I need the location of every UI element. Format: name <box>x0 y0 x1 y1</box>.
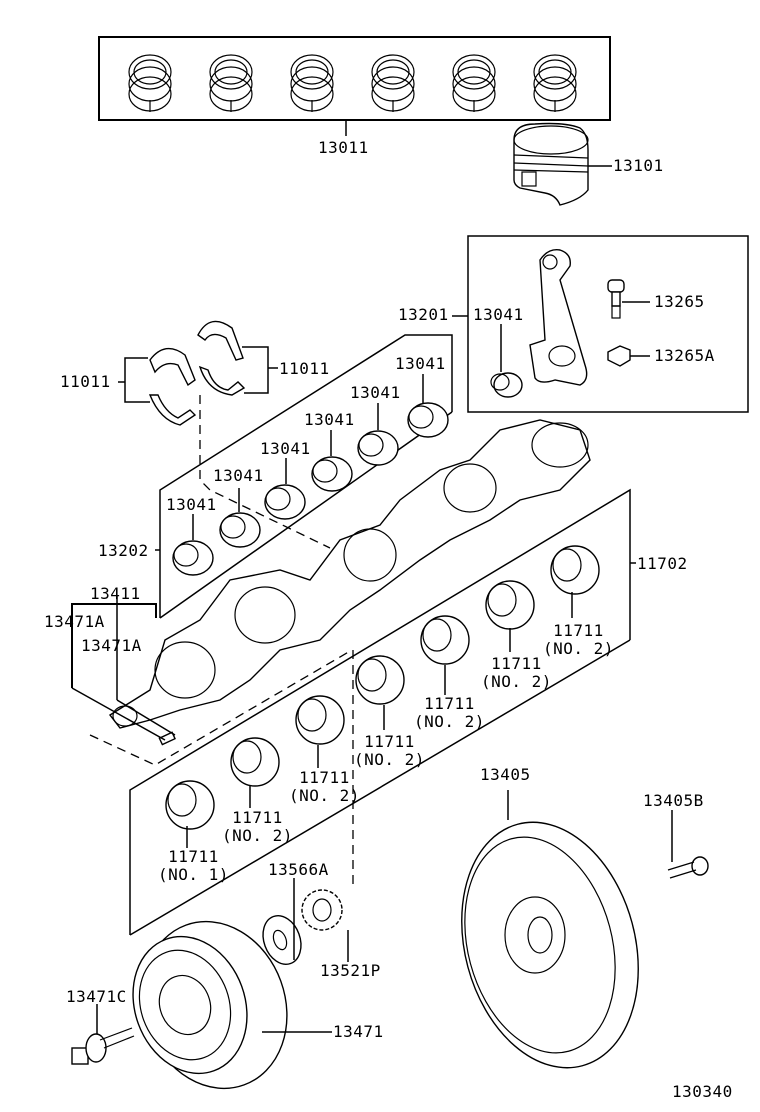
conrod-bolt[interactable] <box>607 279 625 319</box>
callout-13202[interactable]: 13202 <box>98 541 149 560</box>
part-number: 11711 <box>299 768 350 787</box>
conrod-inset-box <box>467 235 749 413</box>
conrod-bearing-4[interactable] <box>311 456 353 492</box>
callout-13265[interactable]: 13265 <box>654 292 705 311</box>
callout-13041-3[interactable]: 13041 <box>260 439 311 458</box>
callout-13411[interactable]: 13411 <box>90 584 141 603</box>
piston[interactable] <box>513 122 589 206</box>
callout-11711-2[interactable]: 11711(NO. 2) <box>289 769 360 805</box>
callout-13265A[interactable]: 13265A <box>654 346 715 365</box>
part-number: 11711 <box>424 694 475 713</box>
callout-11711-1[interactable]: 11711(NO. 1) <box>158 848 229 884</box>
callout-11711-1b[interactable]: 11711(NO. 2) <box>222 809 293 845</box>
pulley-bolt[interactable] <box>71 1027 135 1065</box>
crankshaft[interactable] <box>108 419 591 729</box>
callout-13471[interactable]: 13471 <box>333 1022 384 1041</box>
part-number: 11711 <box>491 654 542 673</box>
part-note: (NO. 2) <box>481 672 552 691</box>
flywheel-bolt[interactable] <box>667 856 709 879</box>
piston-ring-icon <box>452 54 496 112</box>
callout-13041-6[interactable]: 13041 <box>395 354 446 373</box>
connecting-rod[interactable] <box>529 249 588 386</box>
conrod-bearing-6[interactable] <box>407 402 449 438</box>
callout-13041-1[interactable]: 13041 <box>166 495 217 514</box>
flywheel[interactable] <box>436 802 665 1087</box>
main-bearing-extra[interactable] <box>485 580 535 630</box>
part-note: (NO. 2) <box>414 712 485 731</box>
timing-gear[interactable] <box>301 889 343 931</box>
callout-13101[interactable]: 13101 <box>613 156 664 175</box>
main-bearing-2[interactable] <box>230 737 280 787</box>
callout-11711-4[interactable]: 11711(NO. 2) <box>414 695 485 731</box>
callout-13041-inset[interactable]: 13041 <box>473 305 524 324</box>
callout-11011-right[interactable]: 11011 <box>279 359 330 378</box>
main-bearing-1[interactable] <box>165 780 215 830</box>
callout-11711-5[interactable]: 11711(NO. 2) <box>481 655 552 691</box>
piston-ring-set[interactable] <box>98 36 611 121</box>
thrust-washer-left[interactable] <box>148 347 197 426</box>
thrust-washer-right[interactable] <box>197 320 246 396</box>
conrod-bearing-5[interactable] <box>357 430 399 466</box>
main-bearing-3[interactable] <box>295 695 345 745</box>
crank-pulley[interactable] <box>114 901 309 1109</box>
conrod-bearing-2[interactable] <box>219 512 261 548</box>
callout-13041-2[interactable]: 13041 <box>213 466 264 485</box>
part-number: 11711 <box>232 808 283 827</box>
part-note: (NO. 2) <box>289 786 360 805</box>
piston-ring-icon <box>533 54 577 112</box>
callout-13521P[interactable]: 13521P <box>320 961 381 980</box>
callout-13041-4[interactable]: 13041 <box>304 410 355 429</box>
callout-13201[interactable]: 13201 <box>398 305 449 324</box>
main-bearing-6[interactable] <box>550 545 600 595</box>
part-number: 11711 <box>553 621 604 640</box>
main-bearing-set-box <box>129 488 631 935</box>
callout-11711-6[interactable]: 11711(NO. 2) <box>543 622 614 658</box>
callout-13041-5[interactable]: 13041 <box>350 383 401 402</box>
crank-key[interactable] <box>158 731 176 746</box>
part-note: (NO. 2) <box>543 639 614 658</box>
callout-13471A-1[interactable]: 13471A <box>44 612 105 631</box>
callout-13405[interactable]: 13405 <box>480 765 531 784</box>
part-note: (NO. 2) <box>222 826 293 845</box>
callout-13471C[interactable]: 13471C <box>66 987 127 1006</box>
conrod-bearing-3[interactable] <box>264 484 306 520</box>
piston-ring-icon <box>209 54 253 112</box>
part-number: 11711 <box>168 847 219 866</box>
crank-washer[interactable] <box>257 910 308 969</box>
piston-ring-icon <box>128 54 172 112</box>
piston-ring-icon <box>290 54 334 112</box>
conrod-bearing-1[interactable] <box>172 540 214 576</box>
main-bearing-4[interactable] <box>355 655 405 705</box>
callout-11702[interactable]: 11702 <box>637 554 688 573</box>
conrod-nut[interactable] <box>607 345 631 367</box>
callout-13011[interactable]: 13011 <box>318 138 369 157</box>
piston-ring-icon <box>371 54 415 112</box>
part-note: (NO. 1) <box>158 865 229 884</box>
main-bearing-5[interactable] <box>420 615 470 665</box>
callout-13471A-2[interactable]: 13471A <box>81 636 142 655</box>
callout-13405B[interactable]: 13405B <box>643 791 704 810</box>
conrod-bearing-inset[interactable] <box>490 372 523 398</box>
callout-11711-3[interactable]: 11711(NO. 2) <box>354 733 425 769</box>
figure-number: 130340 <box>672 1082 733 1101</box>
part-number: 11711 <box>364 732 415 751</box>
part-note: (NO. 2) <box>354 750 425 769</box>
callout-11011-left[interactable]: 11011 <box>60 372 111 391</box>
conrod-bearing-set-box <box>159 334 453 618</box>
callout-13566A[interactable]: 13566A <box>268 860 329 879</box>
